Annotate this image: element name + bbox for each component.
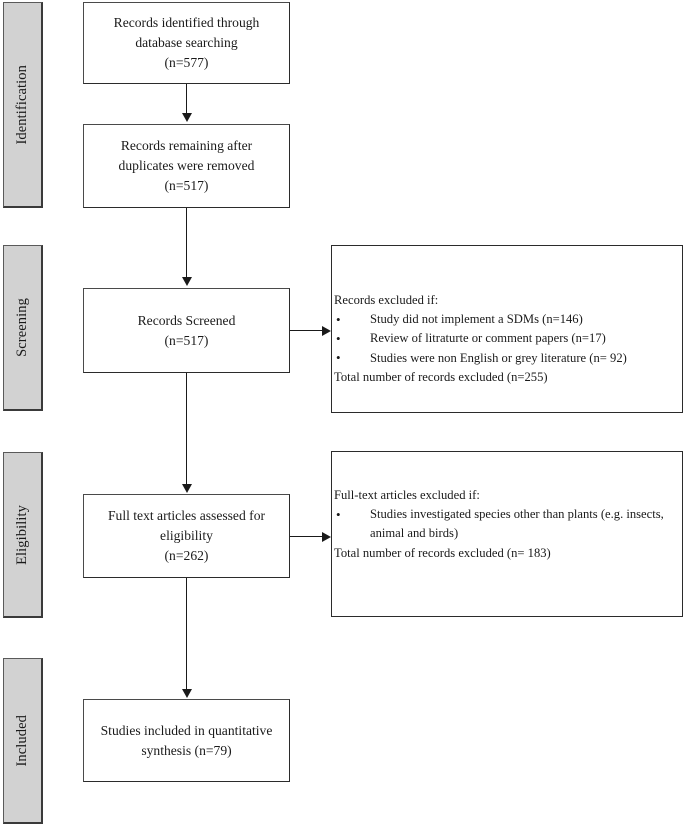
bullet-icon: • — [336, 311, 341, 327]
stage-label-screening: Screening — [14, 298, 30, 357]
exclusion-bullet-item: • Review of litraturte or comment papers… — [334, 329, 680, 348]
connector-line-screened-to-excluded — [290, 330, 323, 332]
connector-arrow-screened-to-excluded — [322, 325, 331, 336]
connector-arrow-fulltext-to-included — [181, 689, 192, 698]
bullet-icon: • — [336, 506, 341, 522]
connector-line-fulltext-to-excluded — [290, 536, 323, 538]
exclusion-bullet-text: Study did not implement a SDMs (n=146) — [370, 312, 583, 327]
flow-box-records-identified: Records identified through database sear… — [83, 2, 290, 84]
flow-box-studies-included: Studies included in quantitative synthes… — [83, 699, 290, 782]
stage-label-included: Included — [14, 714, 30, 767]
connector-arrow-fulltext-to-excluded — [322, 531, 331, 542]
text-line: Records Screened — [137, 312, 236, 328]
connector-line-fulltext-to-included — [186, 578, 188, 691]
stage-label-identification: Identification — [14, 64, 30, 145]
text-line: (n=577) — [164, 55, 209, 70]
exclusion-box-records-excluded-content: Records excluded if: • Study did not imp… — [334, 291, 680, 387]
stage-bar-screening: Screening — [3, 245, 43, 411]
flow-box-records-identified-text: Records identified through database sear… — [106, 13, 268, 73]
text-line: database searching — [135, 35, 238, 50]
exclusion-bullet-text: Review of litraturte or comment papers (… — [370, 331, 606, 346]
text-line: eligibility — [160, 528, 213, 543]
flow-box-full-text-assessed: Full text articles assessed for eligibil… — [83, 494, 290, 578]
text-line: Records remaining after — [120, 138, 253, 153]
connector-arrow-dedup-to-screened — [181, 277, 192, 286]
text-line: (n=517) — [164, 332, 209, 348]
exclusion-bullet-text: Studies were non English or grey literat… — [370, 350, 627, 365]
flow-box-records-screened-text: Records Screened (n=517) — [130, 311, 244, 351]
exclusion-lead: Records excluded if: — [334, 293, 439, 307]
exclusion-total: Total number of records excluded (n=255) — [334, 369, 548, 384]
exclusion-box-full-text-excluded-content: Full-text articles excluded if: • Studie… — [334, 486, 680, 563]
flow-box-full-text-assessed-text: Full text articles assessed for eligibil… — [100, 506, 273, 566]
exclusion-bullet-list: • Study did not implement a SDMs (n=146)… — [334, 310, 680, 368]
stage-bar-included: Included — [3, 658, 43, 824]
exclusion-bullet-text: Studies investigated species other than … — [370, 507, 664, 541]
exclusion-lead: Full-text articles excluded if: — [334, 488, 480, 502]
connector-line-screened-to-fulltext — [186, 373, 188, 486]
exclusion-bullet-list: • Studies investigated species other tha… — [334, 505, 680, 543]
connector-line-identified-to-dedup — [186, 84, 188, 116]
text-line: (n=517) — [164, 178, 209, 193]
flow-box-records-after-duplicates: Records remaining after duplicates were … — [83, 124, 290, 208]
text-line: duplicates were removed — [118, 158, 255, 173]
text-line: Full text articles assessed for — [107, 508, 266, 523]
flow-box-records-screened: Records Screened (n=517) — [83, 288, 290, 373]
stage-label-eligibility: Eligibility — [14, 504, 30, 565]
exclusion-total: Total number of records excluded (n= 183… — [334, 545, 551, 560]
connector-arrow-identified-to-dedup — [181, 113, 192, 122]
connector-line-dedup-to-screened — [186, 208, 188, 280]
flow-box-studies-included-text: Studies included in quantitative synthes… — [93, 721, 281, 761]
text-line: (n=262) — [164, 548, 209, 563]
text-line: Records identified through — [113, 15, 260, 30]
bullet-icon: • — [336, 330, 341, 346]
connector-arrow-screened-to-fulltext — [181, 484, 192, 493]
exclusion-bullet-item: • Studies investigated species other tha… — [334, 505, 680, 543]
bullet-icon: • — [336, 350, 341, 366]
exclusion-bullet-item: • Study did not implement a SDMs (n=146) — [334, 310, 680, 329]
exclusion-bullet-item: • Studies were non English or grey liter… — [334, 349, 680, 368]
stage-bar-eligibility: Eligibility — [3, 452, 43, 618]
text-line: Studies included in quantitative — [100, 722, 273, 738]
exclusion-box-records-excluded: Records excluded if: • Study did not imp… — [331, 245, 683, 413]
text-line: synthesis (n=79) — [141, 742, 232, 758]
exclusion-box-full-text-excluded: Full-text articles excluded if: • Studie… — [331, 451, 683, 617]
stage-bar-identification: Identification — [3, 2, 43, 208]
flow-box-records-after-duplicates-text: Records remaining after duplicates were … — [111, 136, 263, 196]
